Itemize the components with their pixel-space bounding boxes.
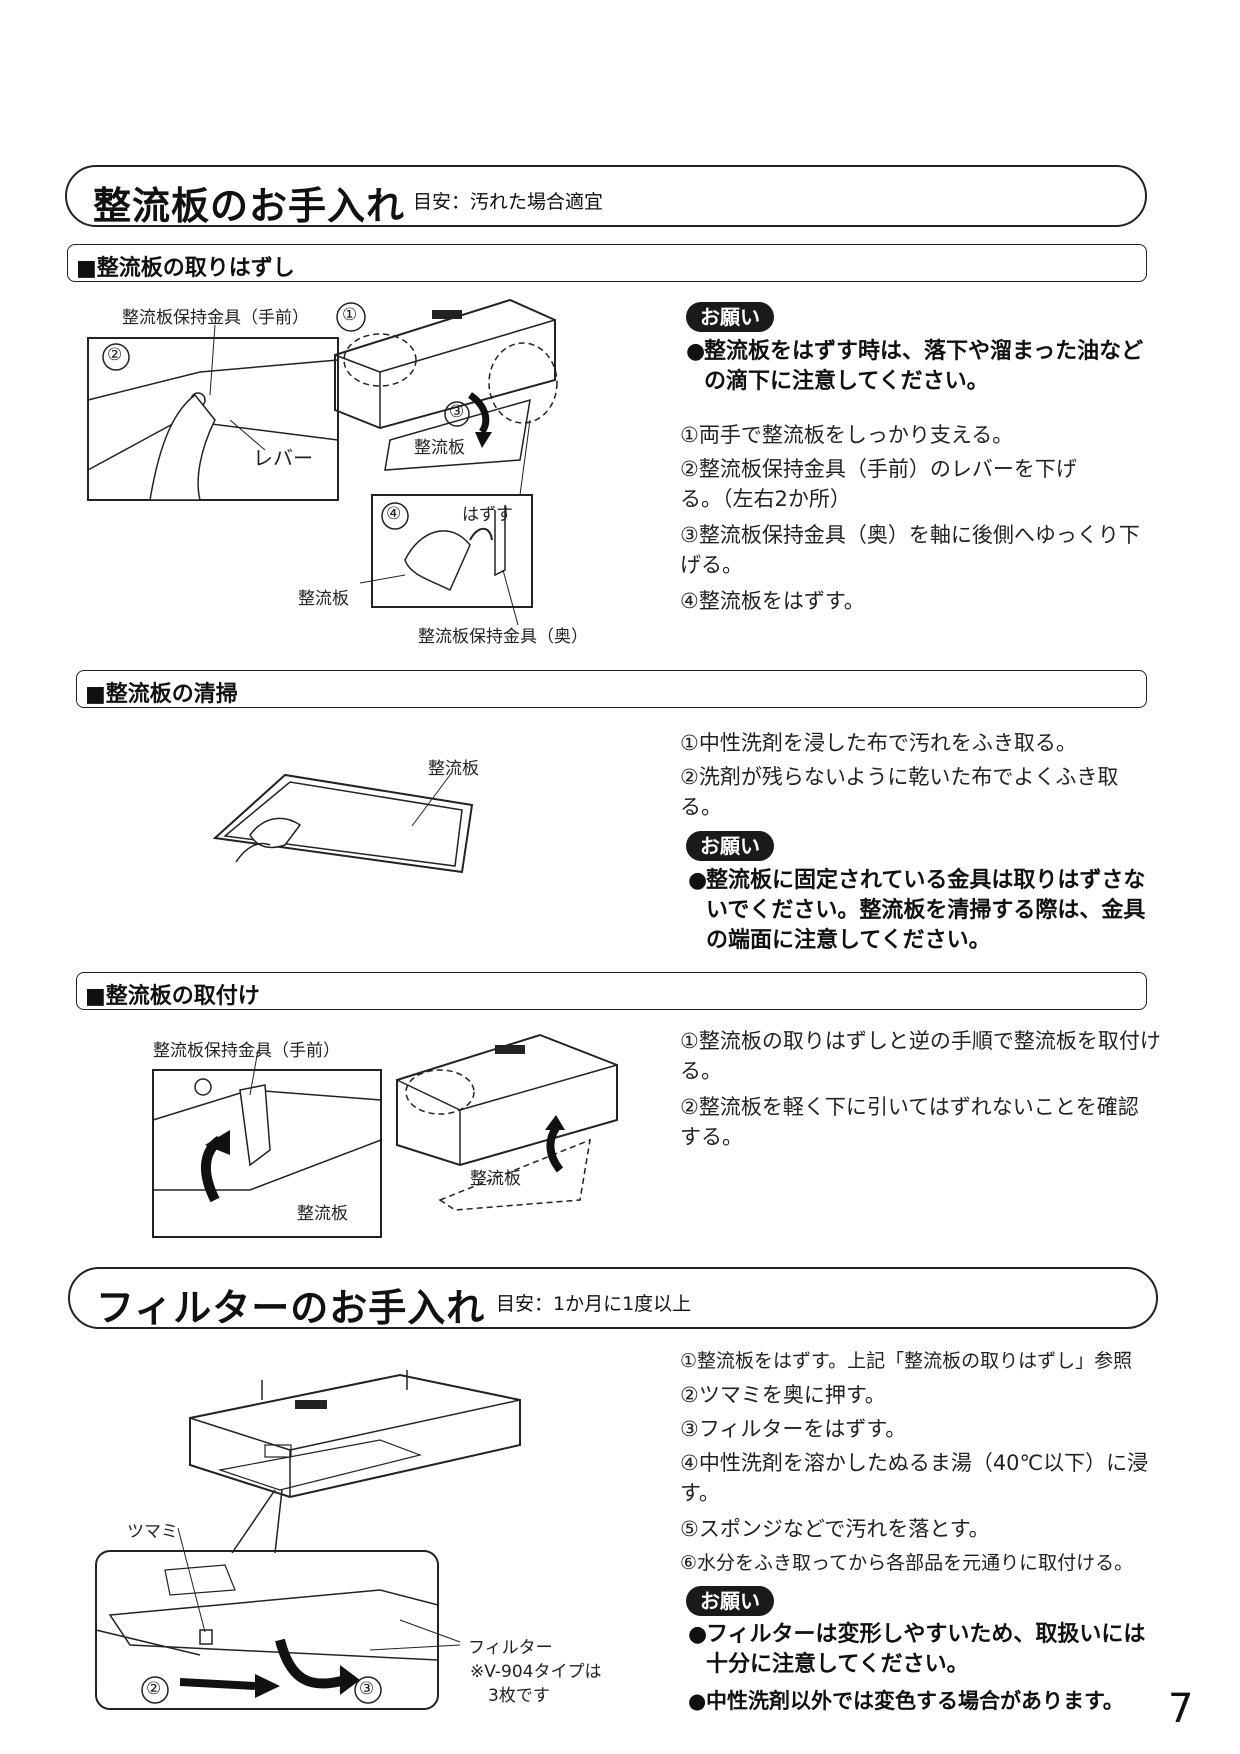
removal-note: ● 整流板をはずす時は、落下や溜まった油などの滴下に注意してください。 — [686, 337, 1144, 397]
label-n1: ① — [342, 305, 358, 325]
removal-step-1: ①両手で整流板をしっかり支える。 — [680, 423, 1014, 447]
removal-step-4: ④整流板をはずす。 — [680, 589, 865, 613]
note-text: 整流板をはずす時は、落下や溜まった油などの滴下に注意してください。 — [704, 339, 1144, 394]
bullet: ● — [688, 868, 708, 893]
label-plate: 整流板 — [470, 1169, 521, 1189]
section-title: フィルターのお手入れ — [96, 1286, 486, 1330]
bullet: ● — [686, 339, 706, 364]
subheading-cleaning: ■整流板の清掃 — [76, 670, 1147, 708]
page-number: 7 — [1168, 1686, 1194, 1732]
request-badge: お願い — [686, 1586, 774, 1616]
subheading-text: ■整流板の取付け — [85, 984, 260, 1009]
label-n2: ② — [146, 1679, 162, 1699]
attach-step-2: ②整流板を軽く下に引いてはずれないことを確認する。 — [680, 1095, 1139, 1149]
request-badge: お願い — [686, 302, 774, 332]
note-text: 整流板に固定されている金具は取りはずさないでください。整流板を清掃する際は、金具… — [706, 868, 1146, 953]
label-plate: 整流板 — [428, 759, 479, 779]
cleaning-step-2: ②洗剤が残らないように乾いた布でよくふき取る。 — [680, 765, 1119, 819]
label-filter: フィルター — [468, 1638, 553, 1658]
filter-step-2: ②ツマミを奥に押す。 — [680, 1383, 886, 1407]
request-badge: お願い — [686, 831, 774, 861]
removal-step-3: ③整流板保持金具（奥）を軸に後側へゆっくり下げる。 — [680, 523, 1140, 577]
bullet: ● — [688, 1622, 708, 1647]
subheading-text: ■整流板の清掃 — [85, 682, 238, 707]
label-note-2: 3枚です — [488, 1686, 550, 1706]
filter-step-3: ③フィルターをはずす。 — [680, 1417, 907, 1441]
cleaning-note: ● 整流板に固定されている金具は取りはずさないでください。整流板を清掃する際は、… — [688, 866, 1146, 956]
label-back-bracket: 整流板保持金具（奥） — [418, 627, 588, 647]
subheading-attach: ■整流板の取付け — [76, 972, 1147, 1010]
section-title-filter-care: フィルターのお手入れ 目安：1か月に1度以上 — [68, 1267, 1158, 1330]
label-n3: ③ — [449, 402, 465, 422]
section-subtitle: 目安：1か月に1度以上 — [496, 1293, 692, 1315]
subheading-removal: ■整流板の取りはずし — [67, 244, 1147, 282]
cleaning-step-1: ①中性洗剤を浸した布で汚れをふき取る。 — [680, 731, 1077, 755]
label-knob: ツマミ — [127, 1522, 178, 1542]
subheading-text: ■整流板の取りはずし — [76, 256, 295, 281]
attach-step-1: ①整流板の取りはずしと逆の手順で整流板を取付ける。 — [680, 1029, 1161, 1083]
filter-note-2: ● 中性洗剤以外では変色する場合があります。 — [688, 1686, 1166, 1716]
label-plate: 整流板 — [414, 438, 465, 458]
filter-step-4: ④中性洗剤を溶かしたぬるま湯（40℃以下）に浸す。 — [680, 1451, 1149, 1505]
section-subtitle: 目安：汚れた場合適宜 — [413, 191, 604, 213]
label-note-1: ※V-904タイプは — [470, 1662, 602, 1682]
bullet: ● — [688, 1689, 707, 1713]
label-n3: ③ — [359, 1679, 375, 1699]
label-n2: ② — [107, 345, 123, 365]
filter-step-5: ⑤スポンジなどで汚れを落とす。 — [680, 1517, 990, 1541]
note-text: 中性洗剤以外では変色する場合があります。 — [706, 1689, 1124, 1713]
label-plate-2: 整流板 — [297, 1204, 348, 1224]
filter-note-1: ● フィルターは変形しやすいため、取扱いには十分に注意してください。 — [688, 1620, 1146, 1680]
section-title: 整流板のお手入れ — [93, 184, 406, 228]
section-title-baffle-care: 整流板のお手入れ 目安：汚れた場合適宜 — [65, 165, 1147, 228]
label-remove: はずす — [462, 505, 513, 525]
label-plate-2: 整流板 — [298, 589, 349, 609]
note-text: フィルターは変形しやすいため、取扱いには十分に注意してください。 — [706, 1622, 1146, 1677]
label-lever: レバー — [253, 446, 313, 470]
filter-step-1: ①整流板をはずす。上記「整流板の取りはずし」参照 — [680, 1350, 1133, 1372]
label-front-bracket: 整流板保持金具（手前） — [153, 1041, 340, 1061]
label-front-bracket: 整流板保持金具（手前） — [122, 308, 309, 328]
removal-step-2: ②整流板保持金具（手前）のレバーを下げる。（左右2か所） — [680, 457, 1077, 511]
label-n4: ④ — [386, 504, 402, 524]
filter-step-6: ⑥水分をふき取ってから各部品を元通りに取付ける。 — [680, 1552, 1134, 1574]
